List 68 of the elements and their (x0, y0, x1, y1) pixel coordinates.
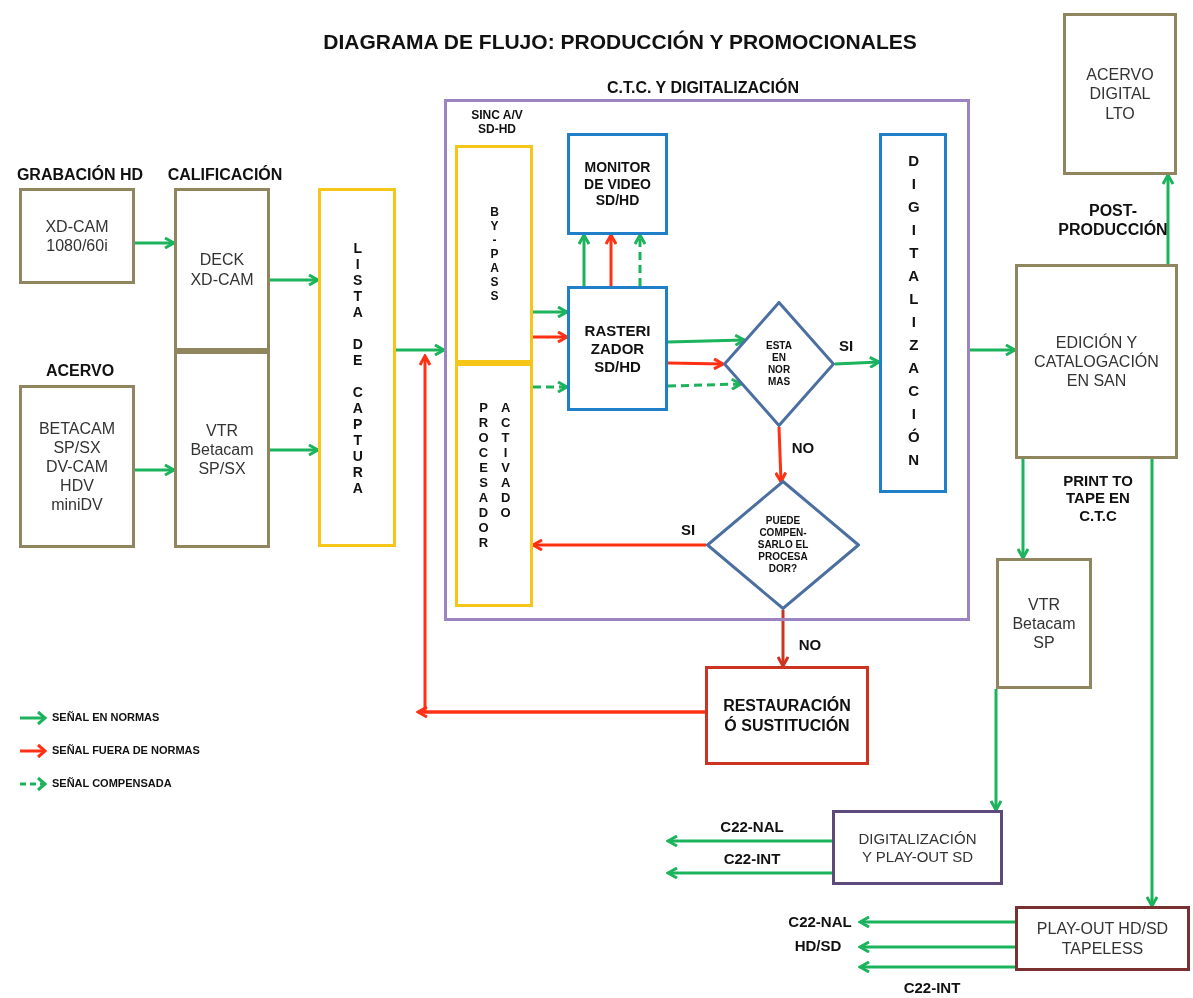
arrow (1145, 459, 1159, 908)
node-label: PROCESADOR ACTIVADO (475, 400, 515, 552)
node-label: BY-PASS (487, 205, 501, 303)
node-heading: SINC A/V SD-HD (470, 108, 524, 137)
process-box (705, 666, 869, 765)
process-box (879, 133, 947, 493)
arrow (970, 343, 1017, 357)
node-label: PUEDE COMPEN- SARLO EL PROCESA DOR? (756, 515, 810, 575)
arrow (531, 538, 706, 552)
node-label: LISTA DE CAPTURA (349, 239, 365, 496)
process-box (455, 363, 533, 607)
arrow (604, 233, 618, 286)
node-label: RESTAURACIÓN Ó SUSTITUCIÓN (722, 696, 852, 735)
arrow (989, 689, 1003, 812)
arrow (667, 357, 725, 371)
node-heading: GRABACIÓN HD (15, 165, 145, 185)
node-label: MONITOR DE VIDEO SD/HD (584, 158, 651, 210)
node-label: DIGITALIZACIÓN (904, 152, 922, 474)
node-label: XD-CAM 1080/60i (44, 216, 110, 256)
arrow (633, 233, 647, 286)
arrow (858, 915, 1015, 929)
legend-label: SEÑAL EN NORMAS (52, 711, 160, 723)
arrow (667, 333, 746, 347)
arrow (135, 463, 176, 477)
arrow (135, 236, 176, 250)
process-box (567, 133, 668, 235)
arrow (396, 343, 446, 357)
arrow (533, 305, 569, 319)
node-label: VTR Betacam SP (1011, 594, 1077, 653)
arrow (418, 354, 705, 714)
node-label: BETACAM SP/SX DV-CAM HDV miniDV (38, 418, 116, 515)
node-heading: ACERVO (44, 361, 116, 381)
node-label: PLAY-OUT HD/SD TAPELESS (1035, 919, 1170, 958)
arrow (270, 443, 320, 457)
node-heading: C.T.C. Y DIGITALIZACIÓN (606, 78, 800, 98)
arrow (533, 330, 569, 344)
node-heading: POST- PRODUCCIÓN (1057, 201, 1169, 240)
arrow (858, 940, 1015, 954)
node-label: EDICIÓN Y CATALOGACIÓN EN SAN (1033, 332, 1160, 391)
node-label: DECK XD-CAM (189, 250, 255, 289)
arrow (577, 233, 591, 286)
arrow (774, 426, 788, 484)
arrow (667, 377, 743, 391)
arrow (1161, 173, 1175, 264)
arrow (666, 834, 832, 848)
node-label: RASTERI ZADOR SD/HD (584, 321, 651, 376)
arrow (834, 355, 881, 369)
process-box (174, 351, 270, 548)
node-label: VTR Betacam SP/SX (189, 420, 255, 479)
process-box (567, 286, 668, 411)
arrow (666, 866, 832, 880)
legend-label: SEÑAL FUERA DE NORMAS (52, 744, 200, 756)
arrow (858, 960, 1015, 974)
diagram-title: DIAGRAMA DE FLUJO: PRODUCCIÓN Y PROMOCIONALES (322, 30, 918, 54)
node-label: ACERVO DIGITAL LTO (1085, 65, 1155, 123)
arrow (1016, 459, 1030, 560)
process-box (1015, 906, 1190, 971)
arrow (533, 380, 569, 394)
process-box (832, 810, 1003, 885)
process-box (318, 188, 396, 547)
arrow (270, 273, 320, 287)
process-box (996, 558, 1092, 689)
node-label: ESTA EN NOR MAS (765, 340, 793, 388)
node-heading: CALIFICACIÓN (166, 165, 284, 185)
arrow (776, 610, 790, 668)
node-label: DIGITALIZACIÓN Y PLAY-OUT SD (857, 829, 978, 866)
process-box (1063, 13, 1177, 175)
legend-label: SEÑAL COMPENSADA (52, 777, 172, 789)
